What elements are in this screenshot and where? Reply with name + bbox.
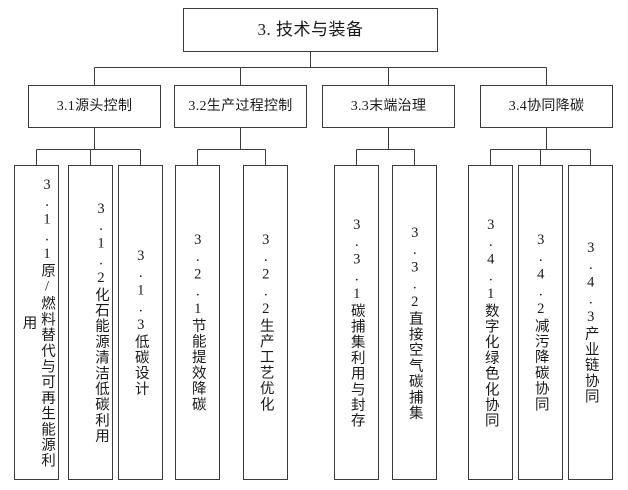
- node-3-1-2[interactable]: 3.1.2化石能源清洁低碳利用: [68, 165, 113, 480]
- node-3-3-1-label: 3.3.1碳捕集利用与封存: [348, 216, 365, 429]
- node-3-1-1-label: 3.1.1原/燃料替代与可再生能源利用: [20, 176, 55, 469]
- node-3-1[interactable]: 3.1源头控制: [28, 85, 161, 128]
- node-root-label: 3. 技术与装备: [257, 20, 364, 40]
- node-3-3-2-label: 3.3.2直接空气碳捕集: [406, 224, 423, 421]
- node-3-2[interactable]: 3.2生产过程控制: [174, 85, 307, 128]
- node-3-3-label: 3.3末端治理: [350, 98, 427, 114]
- node-3-2-2-label: 3.2.2生产工艺优化: [257, 232, 274, 413]
- node-3-2-label: 3.2生产过程控制: [188, 98, 293, 114]
- node-3-1-label: 3.1源头控制: [56, 98, 133, 114]
- node-3-1-1[interactable]: 3.1.1原/燃料替代与可再生能源利用: [14, 165, 59, 480]
- node-3-2-2[interactable]: 3.2.2生产工艺优化: [243, 165, 288, 480]
- node-3-1-2-label: 3.1.2化石能源清洁低碳利用: [93, 201, 109, 444]
- node-3-4-3[interactable]: 3.4.3产业链协同: [568, 165, 613, 480]
- node-3-3-2[interactable]: 3.3.2直接空气碳捕集: [392, 165, 437, 480]
- node-3-2-1-label: 3.2.1节能提效降碳: [189, 232, 206, 413]
- node-3-2-1[interactable]: 3.2.1节能提效降碳: [175, 165, 220, 480]
- node-3-4-3-label: 3.4.3产业链协同: [582, 240, 599, 405]
- node-3-3-1[interactable]: 3.3.1碳捕集利用与封存: [334, 165, 379, 480]
- node-3-4-2-label: 3.4.2减污降碳协同: [532, 232, 549, 413]
- node-3-1-3-label: 3.1.3低碳设计: [132, 248, 149, 397]
- node-3-1-3[interactable]: 3.1.3低碳设计: [118, 165, 163, 480]
- node-3-4[interactable]: 3.4协同降碳: [480, 85, 613, 128]
- node-3-4-1[interactable]: 3.4.1数字化绿色化协同: [468, 165, 513, 480]
- node-3-4-label: 3.4协同降碳: [508, 98, 585, 114]
- node-root[interactable]: 3. 技术与装备: [183, 8, 438, 52]
- node-3-3[interactable]: 3.3末端治理: [322, 85, 455, 128]
- node-3-4-1-label: 3.4.1数字化绿色化协同: [482, 216, 499, 429]
- node-3-4-2[interactable]: 3.4.2减污降碳协同: [518, 165, 563, 480]
